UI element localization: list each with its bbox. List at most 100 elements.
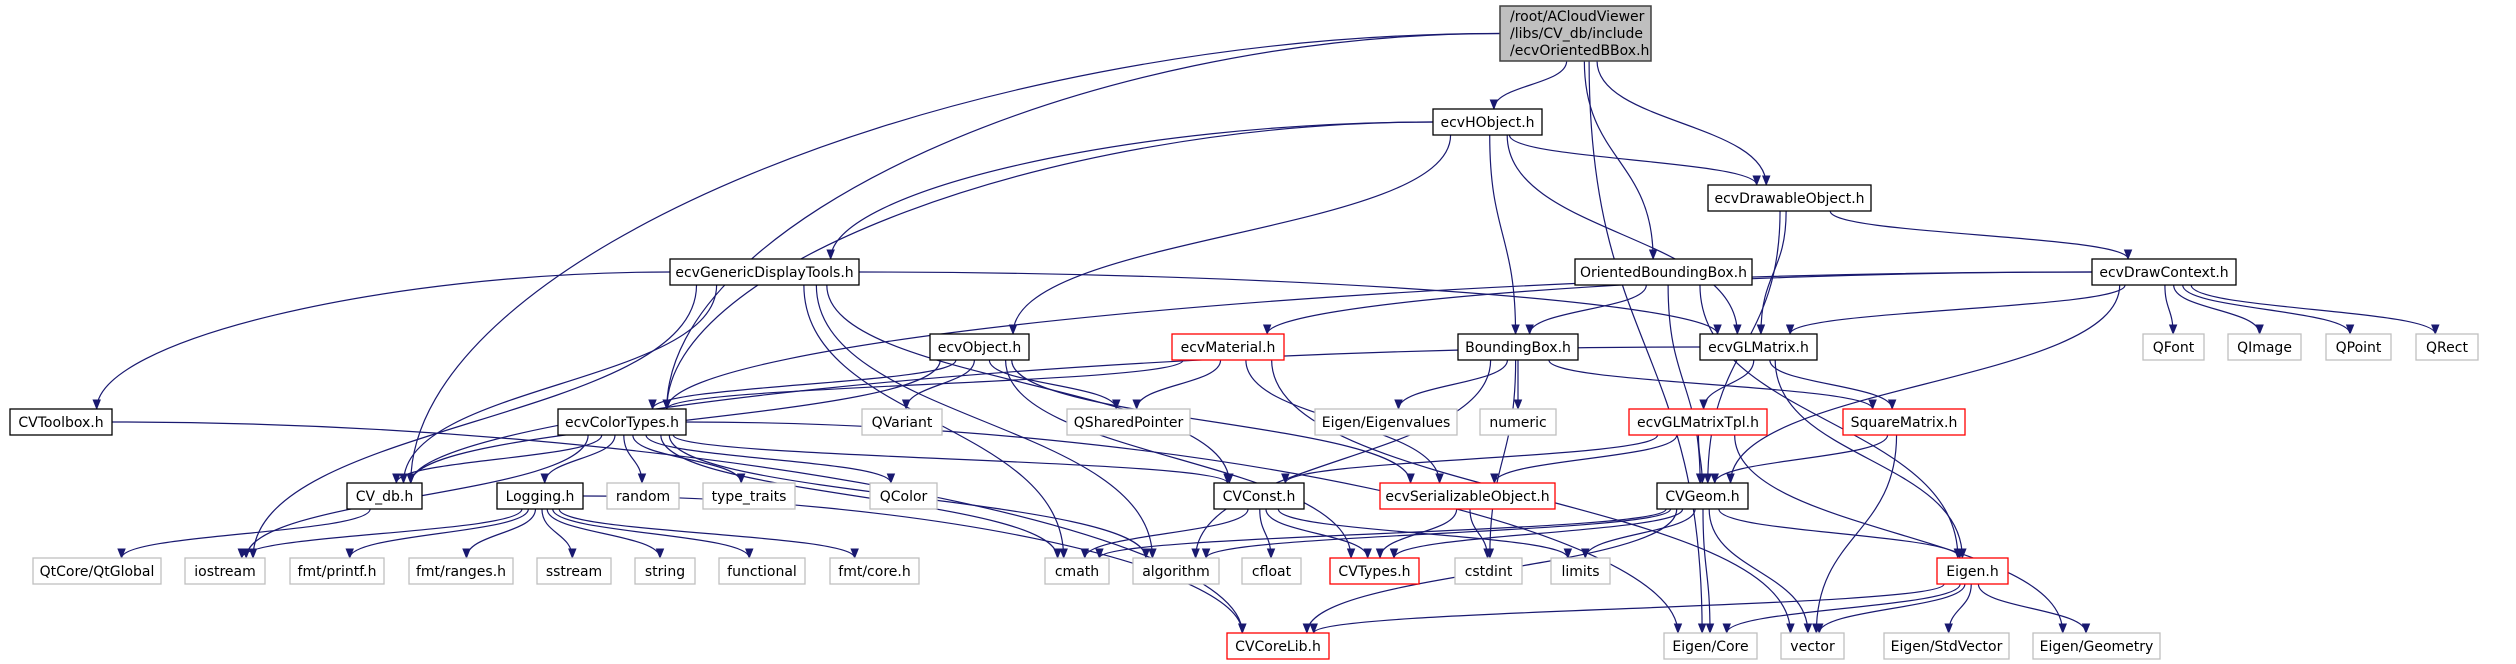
- node-ecvDrawableObject[interactable]: ecvDrawableObject.h: [1707, 184, 1872, 212]
- node-label: vector: [1790, 639, 1835, 655]
- node-box: [1329, 557, 1420, 585]
- node-box: [1171, 333, 1285, 361]
- edge-ecvGenericDisplayTools-to-ecvGLMatrix: [858, 271, 1722, 336]
- node-label: ecvGenericDisplayTools.h: [675, 265, 853, 281]
- node-root-file[interactable]: /root/ACloudViewer/libs/CV_db/include/ec…: [1499, 5, 1652, 62]
- node-box: [606, 482, 680, 510]
- node-label: numeric: [1489, 415, 1546, 431]
- node-Eigenh[interactable]: Eigen.h: [1936, 557, 2009, 585]
- node-box: [2415, 333, 2479, 361]
- node-box: [1044, 557, 1110, 585]
- node-box: [1883, 632, 2010, 660]
- node-label: Logging.h: [506, 489, 575, 505]
- edge-ecvColorTypes-to-type_traits: [632, 434, 746, 485]
- node-box: [1699, 333, 1818, 361]
- edge-CVGeom-to-Eigenh: [1718, 508, 1964, 560]
- node-ecvColorTypes[interactable]: ecvColorTypes.h: [557, 408, 687, 436]
- node-label: ecvMaterial.h: [1181, 340, 1276, 356]
- node-label: CVToolbox.h: [18, 415, 103, 431]
- node-box: [1628, 408, 1768, 436]
- edge-Logging-to-iostream: [237, 508, 523, 560]
- node-box: [869, 482, 938, 510]
- node-box: [496, 482, 584, 510]
- node-OrientedBoundingBox[interactable]: OrientedBoundingBox.h: [1574, 258, 1753, 286]
- node-BoundingBox[interactable]: BoundingBox.h: [1457, 333, 1579, 361]
- node-label: functional: [727, 564, 797, 580]
- node-SquareMatrix[interactable]: SquareMatrix.h: [1842, 408, 1966, 436]
- node-CVConst[interactable]: CVConst.h: [1213, 482, 1305, 510]
- node-ecvGenericDisplayTools[interactable]: ecvGenericDisplayTools.h: [669, 258, 860, 286]
- node-box: [2227, 333, 2302, 361]
- node-box: [702, 482, 796, 510]
- node-box: [1457, 333, 1579, 361]
- node-fmtprintf: fmt/printf.h: [289, 557, 385, 585]
- edge-ecvColorTypes-to-random: [623, 434, 647, 485]
- node-ecvGLMatrix[interactable]: ecvGLMatrix.h: [1699, 333, 1818, 361]
- node-QPoint: QPoint: [2325, 333, 2392, 361]
- node-CVToolbox[interactable]: CVToolbox.h: [9, 408, 113, 436]
- node-ecvMaterial[interactable]: ecvMaterial.h: [1171, 333, 1285, 361]
- node-ecvObject[interactable]: ecvObject.h: [929, 333, 1030, 361]
- node-ecvDrawContext[interactable]: ecvDrawContext.h: [2091, 258, 2237, 286]
- node-box: [1574, 258, 1753, 286]
- node-box: [184, 557, 266, 585]
- edge-ecvHObject-to-BoundingBox: [1489, 134, 1520, 336]
- node-algorithm: algorithm: [1132, 557, 1220, 585]
- edge-ecvDrawContext-to-ecvGLMatrix: [1785, 284, 2126, 336]
- node-CVTypes[interactable]: CVTypes.h: [1329, 557, 1420, 585]
- edge-ecvSerializableObject-to-CVTypes: [1375, 508, 1458, 560]
- node-string: string: [634, 557, 696, 585]
- node-CV_db[interactable]: CV_db.h: [346, 482, 423, 510]
- node-box: [1314, 408, 1458, 436]
- edge-CVGeom-to-limits: [1581, 508, 1696, 560]
- node-EigenCore: Eigen/Core: [1663, 632, 1758, 660]
- node-label: Eigen/Core: [1672, 639, 1748, 655]
- node-label: ecvDrawContext.h: [2099, 265, 2228, 281]
- node-functional: functional: [718, 557, 806, 585]
- edge-CVConst-to-CVTypes: [1265, 508, 1372, 560]
- edge-ecvDrawableObject-to-ecvDrawContext: [1829, 210, 2133, 261]
- edge-root-to-CV_db: [406, 32, 1501, 485]
- root-node-label-line: /libs/CV_db/include: [1510, 26, 1643, 42]
- node-box: [669, 258, 860, 286]
- edge-ecvDrawContext-to-ecvColorTypes: [662, 271, 2093, 411]
- edge-BoundingBox-to-cstdint: [1485, 359, 1517, 560]
- edge-Logging-to-fmtranges: [462, 508, 537, 560]
- node-Logging[interactable]: Logging.h: [496, 482, 584, 510]
- edge-ecvGLMatrixTpl-to-CVGeom: [1697, 434, 1707, 485]
- node-label: type_traits: [712, 489, 787, 505]
- edge-Eigenh-to-EigenStdVector: [1944, 583, 1972, 635]
- node-CVGeom[interactable]: CVGeom.h: [1656, 482, 1749, 510]
- edge-root-to-ecvDrawableObject: [1596, 60, 1771, 187]
- edges-layer: [92, 32, 2440, 635]
- node-box: [1213, 482, 1305, 510]
- node-label: QPoint: [2336, 340, 2382, 356]
- edge-ecvColorTypes-to-cmath: [660, 434, 1062, 560]
- node-ecvHObject[interactable]: ecvHObject.h: [1432, 108, 1543, 136]
- node-ecvGLMatrixTpl[interactable]: ecvGLMatrixTpl.h: [1628, 408, 1768, 436]
- node-label: BoundingBox.h: [1465, 340, 1571, 356]
- edge-ecvGLMatrixTpl-to-EigenGeometry: [1734, 434, 2068, 635]
- node-box: [1656, 482, 1749, 510]
- node-box: [829, 557, 920, 585]
- node-EigenStdVector: Eigen/StdVector: [1883, 632, 2010, 660]
- node-label: CVCoreLib.h: [1235, 639, 1321, 655]
- node-label: ecvGLMatrix.h: [1708, 340, 1809, 356]
- node-CVCoreLib[interactable]: CVCoreLib.h: [1226, 632, 1330, 660]
- node-ecvSerializableObject[interactable]: ecvSerializableObject.h: [1379, 482, 1556, 510]
- node-box: [1663, 632, 1758, 660]
- edge-SquareMatrix-to-CVGeom: [1710, 434, 1889, 485]
- edge-CVGeom-to-EigenCore: [1702, 508, 1715, 635]
- node-vector: vector: [1780, 632, 1845, 660]
- node-fmtranges: fmt/ranges.h: [408, 557, 514, 585]
- edge-CVGeom-to-algorithm: [1201, 508, 1672, 560]
- root-node-box: [1499, 5, 1652, 62]
- edge-ecvDrawContext-to-QRect: [2190, 284, 2440, 336]
- edge-ecvGLMatrix-to-ecvGLMatrixTpl: [1699, 359, 1755, 411]
- edge-CV_db-to-QtGlobal: [117, 508, 371, 560]
- node-box: [718, 557, 806, 585]
- edge-ecvGenericDisplayTools-to-CVToolbox: [92, 271, 671, 411]
- edge-ecvGLMatrix-to-SquareMatrix: [1769, 359, 1897, 411]
- node-label: sstream: [546, 564, 602, 580]
- node-label: CV_db.h: [356, 489, 413, 505]
